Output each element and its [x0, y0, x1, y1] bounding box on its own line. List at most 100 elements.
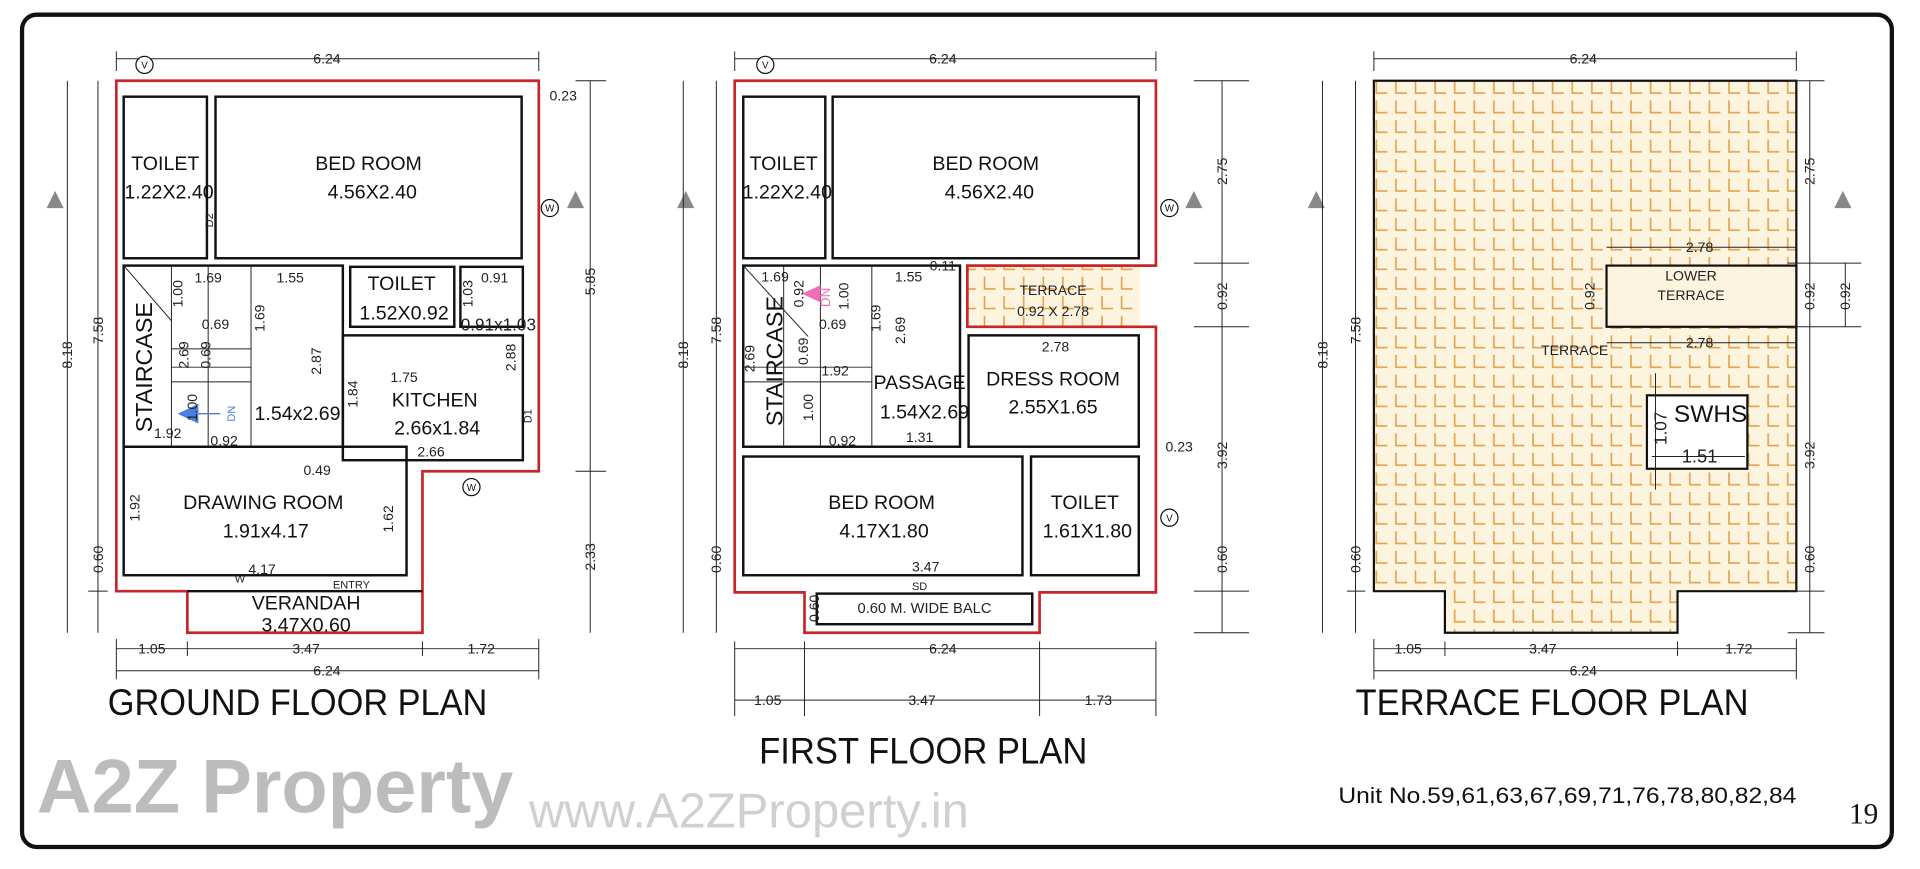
first-toilet-1 — [742, 95, 827, 260]
first-dimension-lines — [682, 51, 1249, 717]
room-size: 1.52X0.92 — [359, 302, 448, 324]
dimension: 2.88 — [503, 344, 519, 372]
dimension: 2.66 — [417, 444, 445, 460]
ventilator-marker-icon — [756, 55, 775, 75]
room-label: DRESS ROOM — [986, 369, 1120, 391]
room-size: 1.54x2.69 — [255, 403, 341, 425]
marker-label: W — [467, 483, 477, 494]
dimension: 1.72 — [468, 641, 496, 657]
window-marker-icon — [1160, 198, 1179, 218]
room-size: 1.91x4.17 — [223, 520, 309, 542]
stair-dn-label: DN — [818, 288, 833, 307]
first-bedroom-1 — [831, 95, 1140, 260]
terrace-outline — [1372, 79, 1798, 634]
section-marker-icon — [566, 190, 585, 209]
dimension: 1.84 — [345, 380, 361, 408]
dimension: 1.69 — [194, 270, 222, 286]
terrace-dimension-lines — [1321, 51, 1862, 680]
room-label: TOILET — [368, 273, 436, 295]
room-size: 1.22X2.40 — [743, 181, 832, 203]
dimension: 0.92 — [1214, 282, 1230, 310]
dimension: 1.05 — [138, 641, 166, 657]
ground-drawing-room — [122, 445, 408, 577]
dimension: 2.78 — [1042, 338, 1070, 354]
ground-floor-title: GROUND FLOOR PLAN — [108, 682, 488, 723]
marker-label: V — [141, 61, 148, 72]
room-label: BED ROOM — [932, 153, 1039, 175]
room-size: 2.66x1.84 — [394, 418, 480, 440]
dimension: 0.69 — [819, 316, 847, 332]
dimension: 2.33 — [582, 543, 598, 571]
room-size: 4.56X2.40 — [328, 181, 417, 203]
first-dress-room — [967, 334, 1140, 448]
dimension: 0.23 — [1165, 439, 1193, 455]
dimension: 1.05 — [754, 692, 782, 708]
dimension: 0.69 — [795, 337, 811, 365]
ground-bedroom — [214, 95, 523, 260]
dimension: 1.00 — [184, 394, 200, 422]
ground-kitchen — [341, 334, 525, 462]
terrace-floor-title: TERRACE FLOOR PLAN — [1356, 682, 1749, 723]
dimension: 0.11 — [930, 257, 957, 273]
dimension: 0.92 — [1581, 282, 1597, 310]
dimension: 0.23 — [550, 87, 578, 103]
entry-label: ENTRY — [333, 580, 371, 592]
stair-arrow-icon — [177, 403, 199, 424]
dimension: 0.69 — [198, 341, 214, 369]
first-outline — [733, 79, 1158, 635]
dimension: 7.58 — [708, 317, 724, 345]
dimension: 6.24 — [313, 51, 341, 67]
dimension: 0.69 — [202, 316, 230, 332]
dimension: 0.60 — [1347, 545, 1363, 573]
dimension: 2.69 — [176, 341, 192, 369]
room-size: 1.54X2.69 — [880, 402, 969, 424]
room-size: 4.56X2.40 — [945, 181, 1034, 203]
ground-dimension-lines — [66, 51, 607, 680]
dimension: 0.60 — [708, 545, 724, 573]
marker-label: W — [545, 204, 555, 215]
room-label: TERRACE — [1019, 282, 1086, 298]
ground-toilet-2 — [348, 265, 456, 329]
lower-terrace-label: LOWER — [1665, 267, 1717, 283]
door-tag: D1 — [522, 409, 534, 423]
room-size: 3.47X0.60 — [261, 615, 350, 637]
dimension: 1.69 — [867, 304, 883, 332]
dimension: 6.24 — [929, 51, 957, 67]
window-tag: W — [235, 574, 246, 586]
dimension: 7.58 — [1347, 317, 1363, 345]
room-label: TOILET — [1051, 492, 1119, 514]
dimension: 0.92 — [210, 433, 238, 449]
room-label: KITCHEN — [392, 389, 478, 411]
dimension: 0.60 — [90, 545, 106, 573]
first-floor-plan: TOILET 1.22X2.40 BED ROOM 4.56X2.40 TERR… — [675, 51, 1249, 772]
dimension: 6.24 — [929, 641, 957, 657]
room-size: 0.92 X 2.78 — [1017, 303, 1089, 319]
ground-floor-plan: TOILET 1.22X2.40 BED ROOM 4.56X2.40 TOIL… — [59, 51, 607, 723]
dimension: 1.75 — [390, 369, 418, 385]
first-toilet-2 — [1029, 455, 1140, 577]
stair-dn-label: DN — [226, 406, 238, 422]
stair-steps — [123, 265, 252, 447]
room-label: PASSAGE — [874, 372, 966, 394]
dimension: 0.92 — [829, 433, 857, 449]
dimension: 7.58 — [90, 317, 106, 345]
watermark-logo: A2Z Property — [37, 745, 514, 830]
dimension: 1.31 — [906, 429, 934, 445]
dimension: 0.91 — [481, 270, 509, 286]
dimension: 1.69 — [761, 269, 789, 285]
marker-label: V — [762, 61, 769, 72]
dimension: 3.92 — [1802, 441, 1818, 469]
dimension: 2.69 — [741, 345, 757, 373]
dimension: 1.51 — [1682, 446, 1718, 467]
dimension: 1.03 — [460, 280, 476, 308]
dimension: 1.55 — [277, 270, 305, 286]
sheet-border — [19, 12, 1894, 850]
dimension: 3.47 — [908, 692, 936, 708]
dimension: 8.18 — [59, 341, 75, 369]
section-marker-icon — [1834, 190, 1852, 209]
dimension: 3.47 — [292, 641, 320, 657]
first-stair-passage — [742, 264, 962, 448]
dimension: 1.62 — [380, 505, 396, 533]
section-marker-icon — [1185, 190, 1203, 209]
room-size: 4.17X1.80 — [839, 520, 928, 542]
